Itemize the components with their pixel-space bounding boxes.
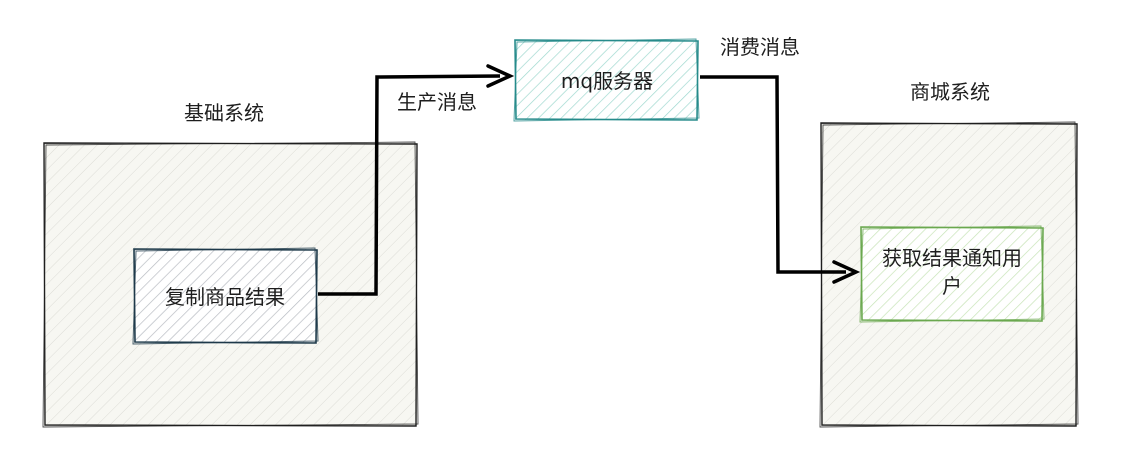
notify-user-label-line1: 获取结果通知用 xyxy=(882,246,1022,270)
produce-message-label: 生产消息 xyxy=(397,90,477,114)
mq-server-box xyxy=(513,38,700,122)
consume-message-label: 消费消息 xyxy=(720,35,800,59)
notify-user-box xyxy=(859,225,1045,323)
copy-product-result-label: 复制商品结果 xyxy=(165,285,285,309)
basic-system-title: 基础系统 xyxy=(184,101,264,125)
copy-product-result-box xyxy=(132,247,319,345)
mq-server-label: mq服务器 xyxy=(561,69,653,93)
notify-user-label-line2: 户 xyxy=(942,274,962,298)
consume-message-arrow xyxy=(700,75,861,284)
mall-system-title: 商城系统 xyxy=(910,80,990,104)
produce-message-arrow xyxy=(318,64,515,296)
